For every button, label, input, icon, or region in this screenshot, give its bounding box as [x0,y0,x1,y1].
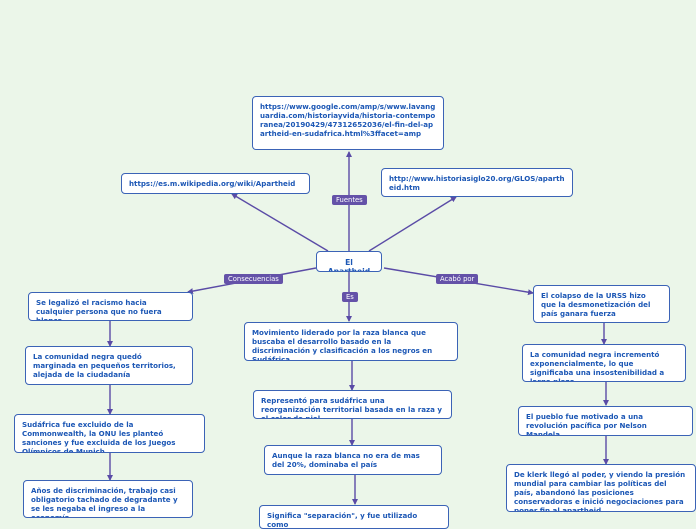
consequence-node-2[interactable]: La comunidad negra quedó marginada en pe… [25,346,193,385]
consequence-node-4[interactable]: Años de discriminación, trabajo casi obl… [23,480,193,518]
definition-node-1[interactable]: Movimiento liderado por la raza blanca q… [244,322,458,361]
source-node-historiasiglo20[interactable]: http://www.historiasiglo20.org/GLOS/apar… [381,168,573,197]
ending-node-3[interactable]: El pueblo fue motivado a una revolución … [518,406,693,436]
definition-node-4[interactable]: Significa "separación", y fue utilizado … [259,505,449,529]
tag-es: Es [342,292,358,302]
center-node[interactable]: El Apartheid [316,251,382,272]
tag-fuentes: Fuentes [332,195,367,205]
definition-node-3[interactable]: Aunque la raza blanca no era de mas del … [264,445,442,475]
tag-acabo-por: Acabó por [436,274,479,284]
ending-node-1[interactable]: El colapso de la URSS hizo que la desmon… [533,285,670,323]
consequence-node-1[interactable]: Se legalizó el racismo hacia cualquier p… [28,292,193,321]
definition-node-2[interactable]: Representó para sudáfrica una reorganiza… [253,390,452,419]
ending-node-2[interactable]: La comunidad negra incrementó exponencia… [522,344,686,382]
consequence-node-3[interactable]: Sudáfrica fue excluido de la Commonwealt… [14,414,205,453]
source-node-wikipedia[interactable]: https://es.m.wikipedia.org/wiki/Aparthei… [121,173,310,194]
ending-node-4[interactable]: De klerk llegó al poder, y viendo la pre… [506,464,696,512]
tag-consecuencias: Consecuencias [224,274,283,284]
source-node-lavanguardia[interactable]: https://www.google.com/amp/s/www.lavangu… [252,96,444,150]
